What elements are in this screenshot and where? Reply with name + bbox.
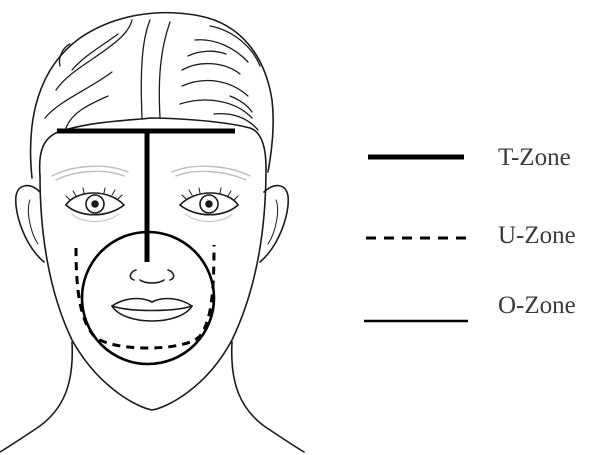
legend	[364, 157, 470, 321]
lips	[112, 299, 192, 321]
right-ear-inner	[268, 200, 278, 244]
neck-right	[232, 342, 304, 452]
legend-u-zone-label: U-Zone	[498, 222, 576, 250]
legend-t-zone-label: T-Zone	[498, 144, 571, 172]
left-eye	[66, 188, 124, 222]
right-ear	[260, 186, 288, 262]
legend-o-zone-label: O-Zone	[498, 292, 576, 320]
right-eye	[180, 188, 238, 222]
neck-left	[0, 342, 72, 452]
face-outline	[40, 168, 266, 410]
hair-strands	[45, 20, 260, 130]
hairline	[40, 118, 266, 176]
nose	[130, 270, 173, 283]
eyebrows	[52, 166, 250, 180]
left-ear-inner	[28, 200, 38, 244]
